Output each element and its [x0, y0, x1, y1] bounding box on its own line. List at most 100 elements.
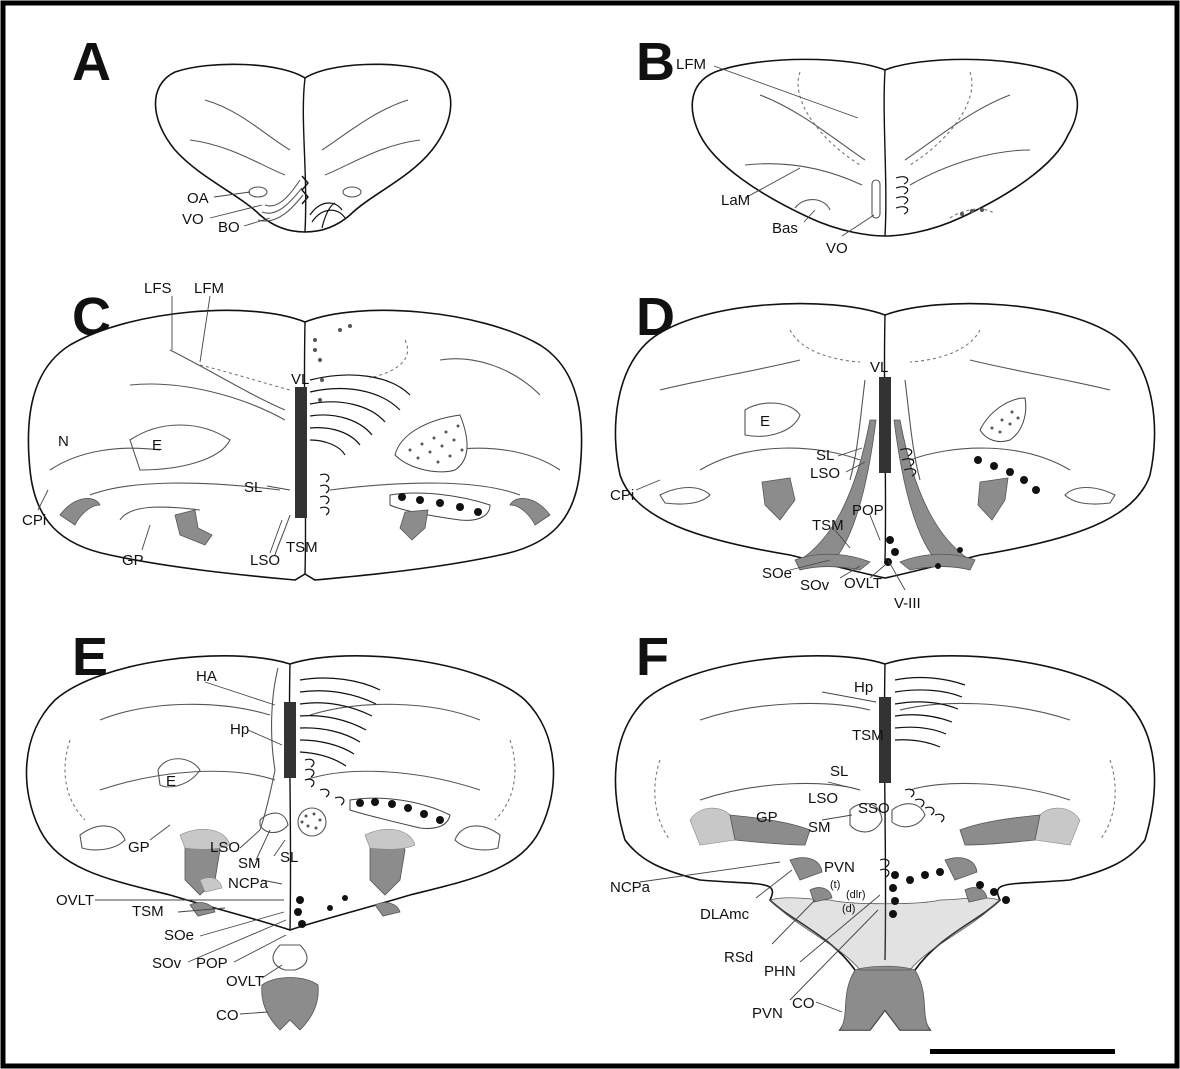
- label-pvn-f2: PVN: [752, 1005, 783, 1022]
- dot-c-big-5: [474, 508, 482, 516]
- label-dlr: (dlr): [846, 889, 866, 901]
- dot-c-1: [313, 338, 317, 342]
- label-ovlt-e1: OVLT: [56, 892, 94, 909]
- label-oa: OA: [187, 190, 209, 207]
- label-tsm-c: TSM: [286, 539, 318, 556]
- label-sov-e: SOv: [152, 955, 182, 972]
- label-vo-b: VO: [826, 240, 848, 257]
- dot-c-6: [338, 328, 342, 332]
- label-sm-f: SM: [808, 819, 831, 836]
- dot-f-4: [889, 910, 897, 918]
- dot-f-2: [889, 884, 897, 892]
- label-gp-e: GP: [128, 839, 150, 856]
- dot-f-10: [1002, 896, 1010, 904]
- label-gp-c: GP: [122, 552, 144, 569]
- label-ovlt-e2: OVLT: [226, 973, 264, 990]
- label-ncpa-f: NCPa: [610, 879, 651, 896]
- dot-e-5: [420, 810, 428, 818]
- scale-bar: [930, 1049, 1115, 1054]
- label-tsm-d: TSM: [812, 517, 844, 534]
- label-hp-e: Hp: [230, 721, 249, 738]
- dot-f-6: [921, 871, 929, 879]
- label-tsm-e: TSM: [132, 903, 164, 920]
- dot-f-3: [891, 897, 899, 905]
- dot-d-9: [957, 547, 963, 553]
- label-vo-a: VO: [182, 211, 204, 228]
- dot-d-7: [891, 548, 899, 556]
- ventricle-c: [298, 390, 304, 515]
- dot-e-2: [371, 798, 379, 806]
- label-pvn-f1: PVN: [824, 859, 855, 876]
- label-lso-f: LSO: [808, 790, 838, 807]
- label-lfm-c: LFM: [194, 280, 224, 297]
- label-pop-e: POP: [196, 955, 228, 972]
- dot-c-big-4: [456, 503, 464, 511]
- dot-d-6: [886, 536, 894, 544]
- label-lam: LaM: [721, 192, 750, 209]
- dot-c-7: [348, 324, 352, 328]
- dot-e-7: [296, 896, 304, 904]
- label-lso-e: LSO: [210, 839, 240, 856]
- label-sl-e: SL: [280, 849, 298, 866]
- dot-d-5: [1032, 486, 1040, 494]
- dot-d-10: [935, 563, 941, 569]
- panel-letter-a: A: [72, 32, 111, 92]
- dot-f-1: [891, 871, 899, 879]
- dot-f-7: [936, 868, 944, 876]
- label-gp-f: GP: [756, 809, 778, 826]
- label-bas: Bas: [772, 220, 798, 237]
- dot-e-3: [388, 800, 396, 808]
- label-e-c: E: [152, 437, 162, 454]
- panel-letter-f: F: [636, 627, 669, 687]
- panel-letter-b: B: [636, 32, 675, 92]
- label-viii: V-III: [894, 595, 921, 612]
- label-bo: BO: [218, 219, 240, 236]
- label-lfm-b: LFM: [676, 56, 706, 73]
- label-ovlt-d: OVLT: [844, 575, 882, 592]
- label-sl-d: SL: [816, 447, 834, 464]
- dot-c-2: [313, 348, 317, 352]
- dot-b3: [980, 208, 984, 212]
- dot-e-9: [298, 920, 306, 928]
- label-sl-f: SL: [830, 763, 848, 780]
- label-soe: SOe: [762, 565, 792, 582]
- label-lso-c: LSO: [250, 552, 280, 569]
- label-sm-e: SM: [238, 855, 261, 872]
- label-sl-c: SL: [244, 479, 262, 496]
- label-tsm-f: TSM: [852, 727, 884, 744]
- dot-e-4: [404, 804, 412, 812]
- label-co-f: CO: [792, 995, 815, 1012]
- label-vl-d: VL: [870, 359, 888, 376]
- dot-b1: [960, 212, 964, 216]
- dot-e-6: [436, 816, 444, 824]
- label-sso: SSO: [858, 800, 890, 817]
- label-ncpa-e: NCPa: [228, 875, 269, 892]
- dot-e-1: [356, 799, 364, 807]
- dot-d-1: [974, 456, 982, 464]
- label-dlamc: DLAmc: [700, 906, 750, 923]
- label-lfs: LFS: [144, 280, 172, 297]
- ventricle-e: [287, 705, 293, 775]
- label-hp-f: Hp: [854, 679, 873, 696]
- label-ha: HA: [196, 668, 217, 685]
- dot-c-5: [318, 398, 322, 402]
- label-e-e: E: [166, 773, 176, 790]
- label-cpi-d: CPi: [610, 487, 634, 504]
- label-lso-d: LSO: [810, 465, 840, 482]
- dot-d-3: [1006, 468, 1014, 476]
- label-phn: PHN: [764, 963, 796, 980]
- dot-e-8: [294, 908, 302, 916]
- dot-d-4: [1020, 476, 1028, 484]
- dot-c-3: [318, 358, 322, 362]
- label-pop: POP: [852, 502, 884, 519]
- dot-b2: [970, 209, 974, 213]
- dot-c-big-2: [416, 496, 424, 504]
- dot-f-5: [906, 876, 914, 884]
- label-t: (t): [830, 879, 840, 891]
- dot-c-4: [320, 378, 324, 382]
- label-n: N: [58, 433, 69, 450]
- ventricle-d: [882, 380, 888, 470]
- label-cpi-c: CPi: [22, 512, 46, 529]
- dot-f-8: [976, 881, 984, 889]
